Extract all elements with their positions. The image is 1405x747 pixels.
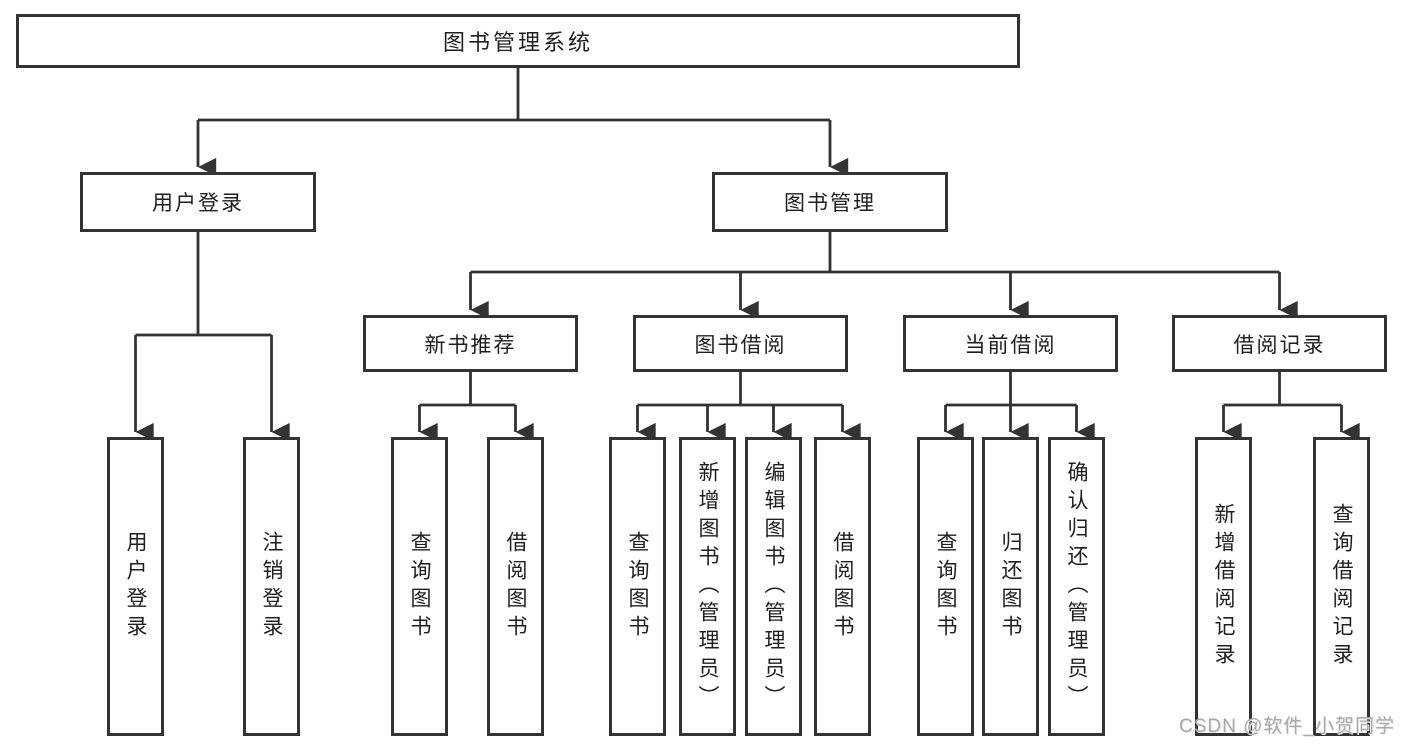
leaf-borrow-books-recommend: 借阅图书 <box>487 437 544 736</box>
leaf-add-books-admin: 新增图书（管理员） <box>679 437 736 736</box>
connector-user-login-trunk <box>135 232 272 337</box>
node-current-borrowing: 当前借阅 <box>903 315 1118 372</box>
leaf-confirm-return-admin: 确认归还（管理员） <box>1048 437 1105 736</box>
leaf-query-books-current: 查询图书 <box>917 437 974 736</box>
node-root: 图书管理系统 <box>16 14 1020 68</box>
leaf-add-borrow-record: 新增借阅记录 <box>1195 437 1252 736</box>
watermark: CSDN @软件_小贺同学 <box>1179 716 1395 737</box>
node-label: 借阅图书 <box>831 530 854 643</box>
node-borrowing-records: 借阅记录 <box>1172 315 1387 372</box>
connector-current-borrowing-trunk <box>945 372 1077 407</box>
leaf-user-login: 用户登录 <box>107 437 164 736</box>
node-label: 查询图书 <box>408 530 431 643</box>
leaf-query-books-borrowing: 查询图书 <box>609 437 666 736</box>
leaf-query-borrow-record: 查询借阅记录 <box>1313 437 1370 736</box>
leaf-return-books: 归还图书 <box>982 437 1039 736</box>
node-label: 确认归还（管理员） <box>1065 460 1088 713</box>
connector-borrowing-records-trunk <box>1223 372 1342 407</box>
node-new-book-recommend: 新书推荐 <box>363 315 578 372</box>
connector-group <box>134 68 1360 442</box>
node-label: 查询图书 <box>626 530 649 643</box>
node-label: 借阅图书 <box>504 530 527 643</box>
node-label: 当前借阅 <box>964 333 1057 357</box>
node-label: 图书管理系统 <box>442 30 593 55</box>
node-user-login: 用户登录 <box>80 172 316 232</box>
node-label: 用户登录 <box>152 192 244 215</box>
connector-book-borrowing-trunk <box>637 372 843 407</box>
node-label: 新书推荐 <box>424 333 517 357</box>
node-label: 新增图书（管理员） <box>696 460 719 713</box>
node-label: 图书管理 <box>784 192 876 215</box>
node-label: 图书借阅 <box>694 333 787 357</box>
leaf-borrow-books-borrowing: 借阅图书 <box>814 437 871 736</box>
node-label: 归还图书 <box>999 530 1022 643</box>
connector-root-trunk <box>198 68 830 122</box>
node-label: 查询借阅记录 <box>1330 502 1353 671</box>
leaf-query-books-recommend: 查询图书 <box>391 437 448 736</box>
leaf-logout-login: 注销登录 <box>243 437 300 736</box>
node-label: 编辑图书（管理员） <box>762 460 785 713</box>
leaf-edit-books-admin: 编辑图书（管理员） <box>745 437 802 736</box>
node-label: 借阅记录 <box>1233 333 1326 357</box>
connector-new-books-trunk <box>419 372 516 407</box>
node-label: 用户登录 <box>124 530 147 643</box>
node-book-management: 图书管理 <box>712 172 948 232</box>
node-label: 注销登录 <box>260 530 283 643</box>
connector-book-management-trunk <box>470 232 1280 274</box>
node-label: 查询图书 <box>934 530 957 643</box>
node-label: 新增借阅记录 <box>1212 502 1235 671</box>
node-book-borrowing: 图书借阅 <box>633 315 848 372</box>
